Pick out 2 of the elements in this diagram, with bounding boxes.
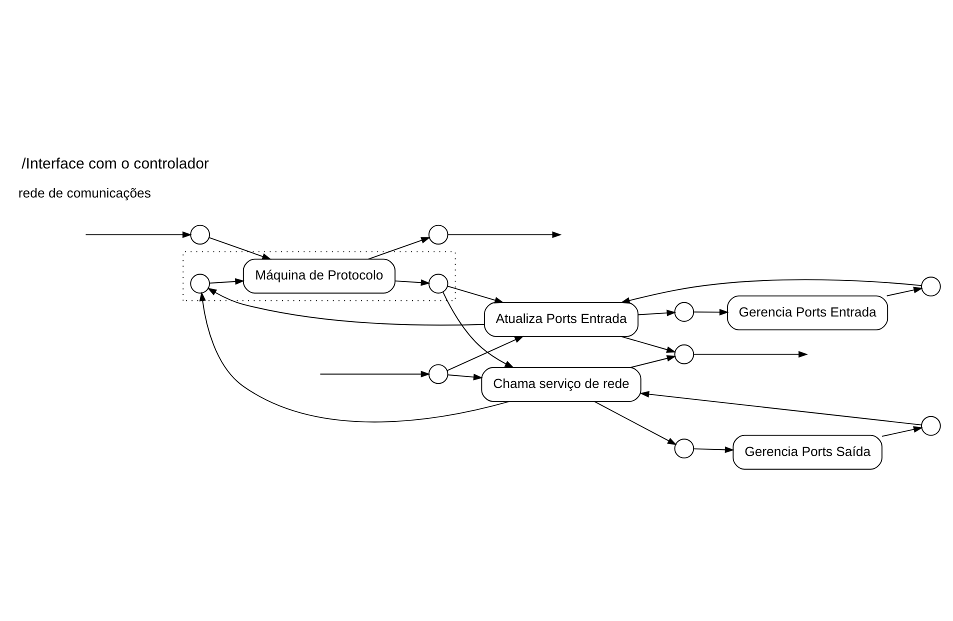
diagram-title: /Interface com o controlador <box>22 155 209 172</box>
label: rede de comunicações <box>18 185 151 200</box>
